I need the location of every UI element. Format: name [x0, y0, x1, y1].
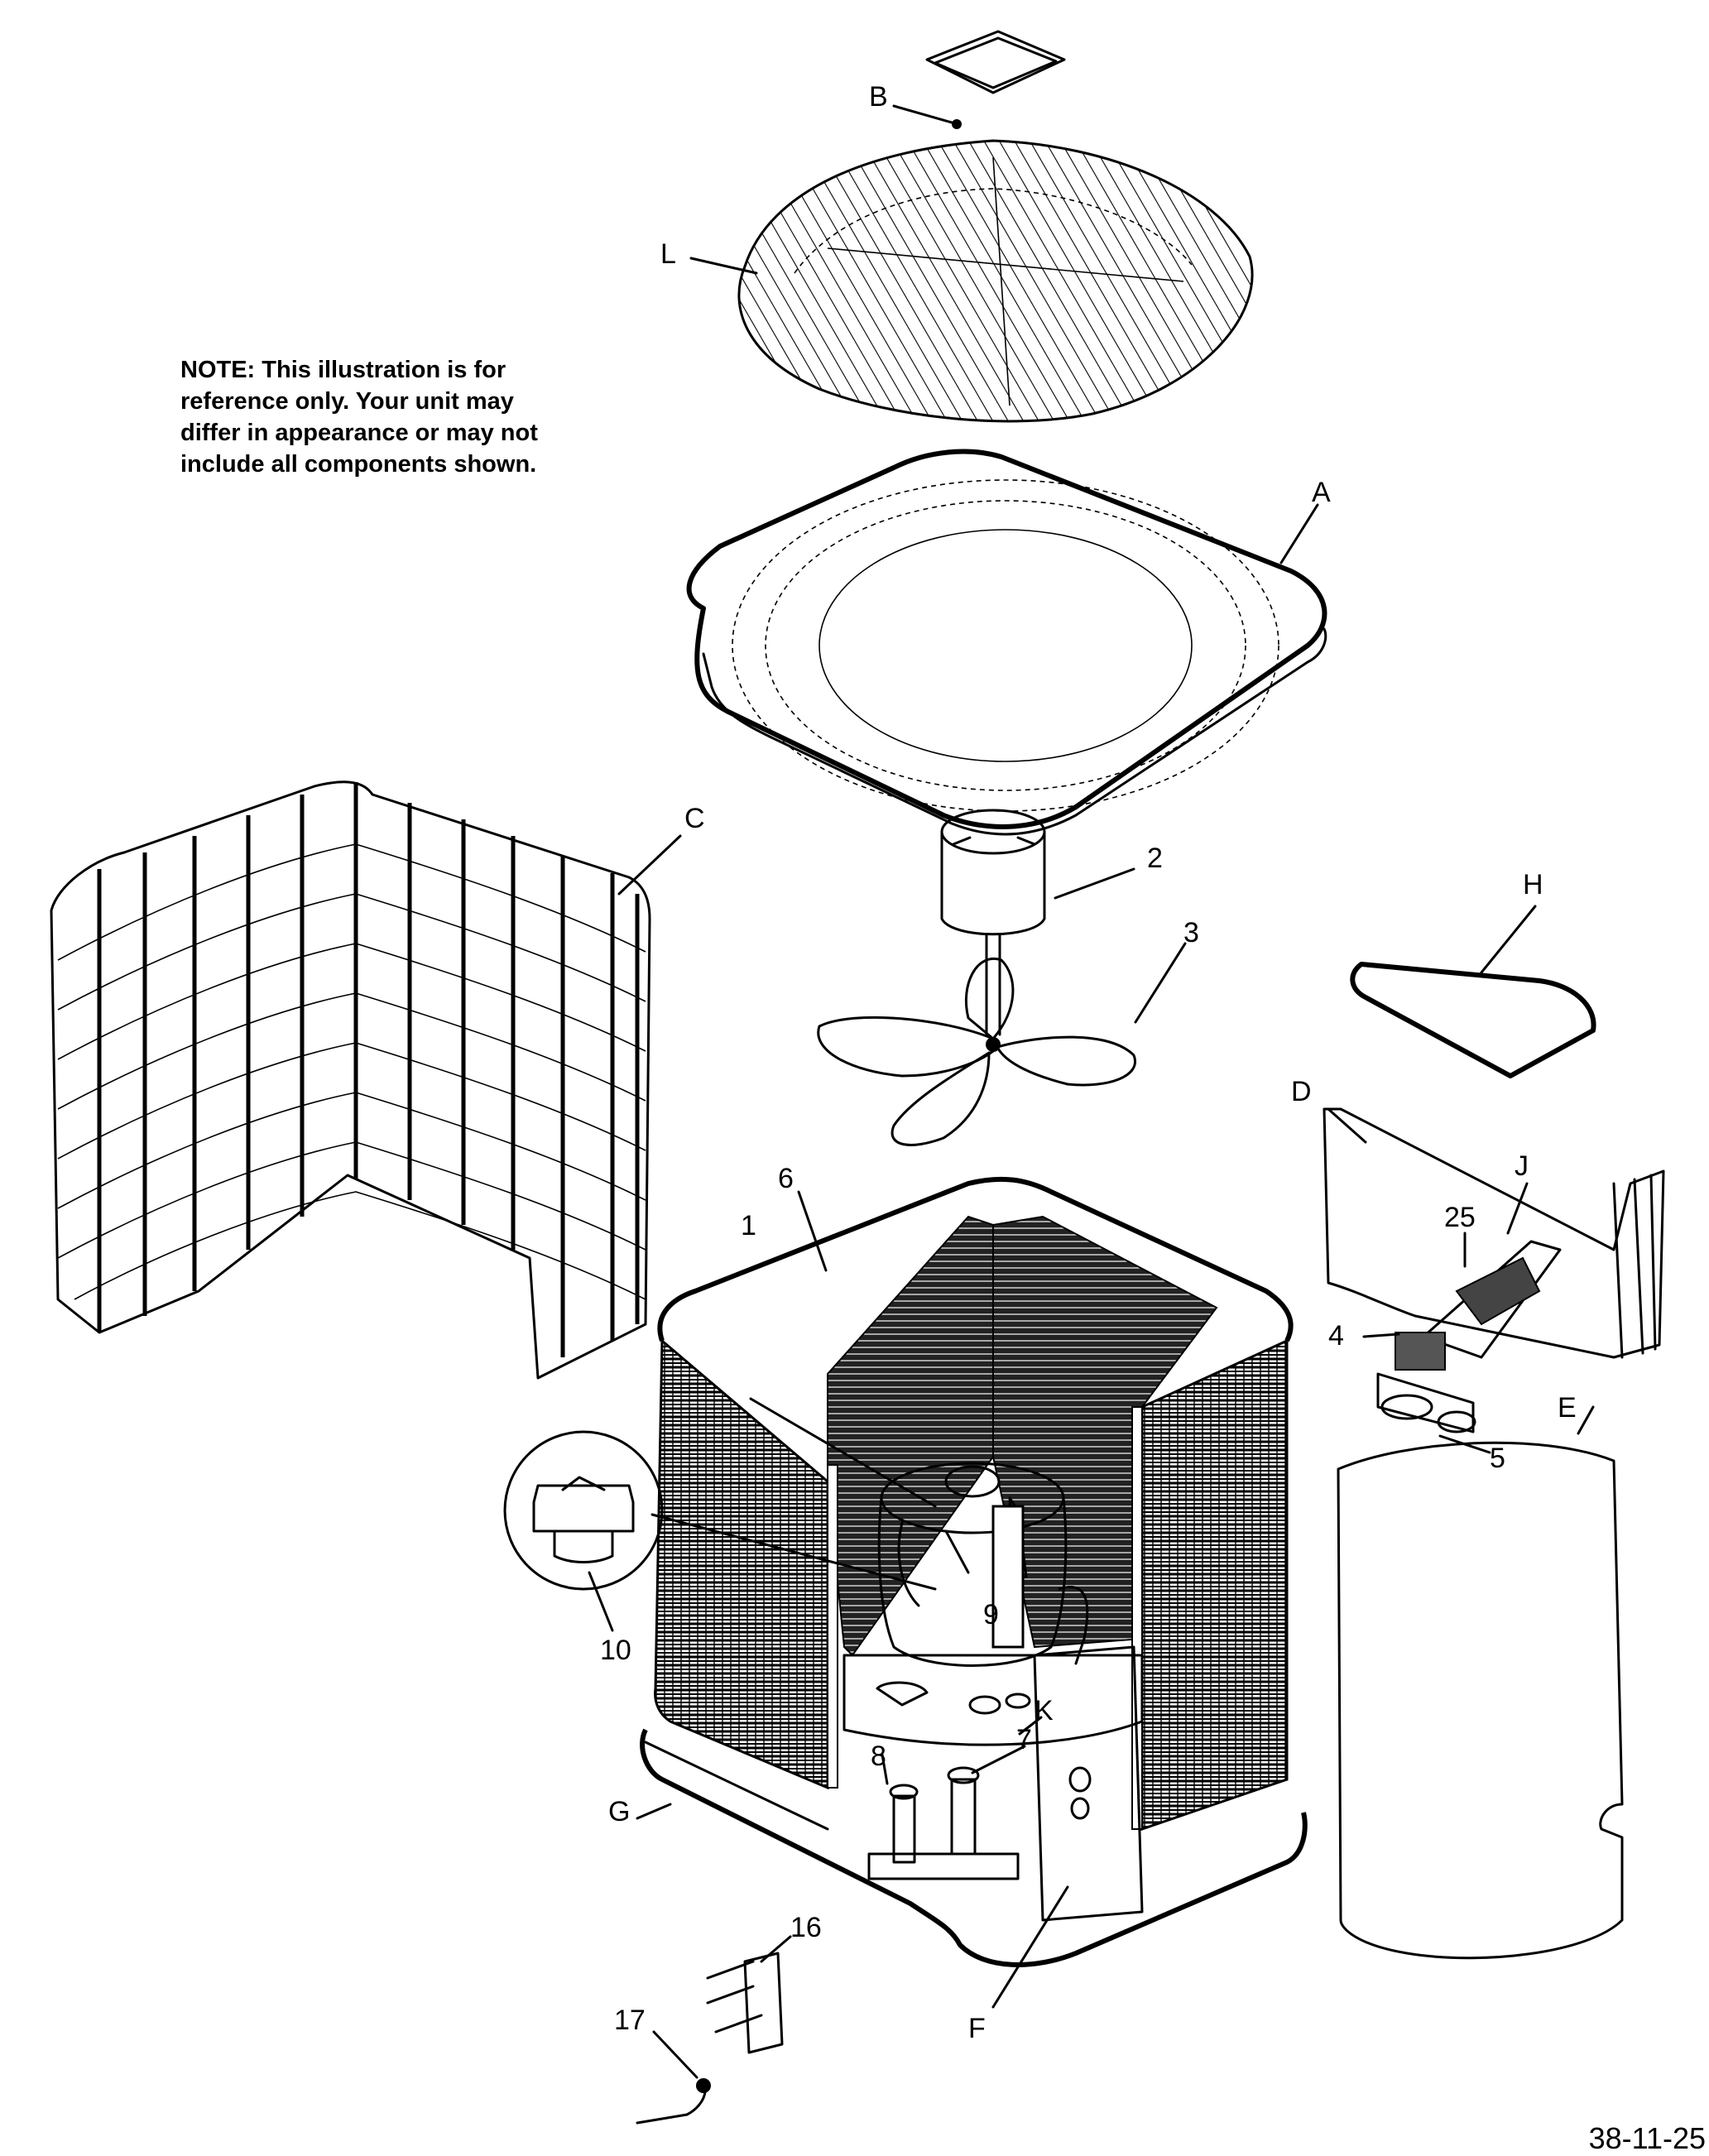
fan-motor [940, 809, 1135, 1036]
callout-10: 10 [600, 1635, 631, 1666]
screw-b [892, 104, 962, 129]
callout-7: 7 [1016, 1724, 1032, 1755]
top-panel [686, 449, 1327, 836]
callout-D: D [1291, 1076, 1312, 1107]
service-valves [867, 1745, 1026, 1880]
callout-G: G [608, 1796, 630, 1827]
callout-H: H [1523, 869, 1543, 900]
capacitor-5 [1376, 1372, 1491, 1454]
callout-E: E [1558, 1392, 1577, 1424]
note-line-3: differ in appearance or may not [180, 420, 538, 446]
callout-J: J [1515, 1150, 1529, 1182]
valve-core-16 [706, 1935, 792, 2054]
callout-16: 16 [790, 1912, 822, 1943]
callout-6: 6 [778, 1163, 794, 1194]
note-line-4: include all components shown. [180, 451, 537, 478]
callout-C: C [684, 803, 705, 834]
coil-guard-wire-panel [50, 780, 682, 1380]
callout-2: 2 [1147, 843, 1163, 874]
callout-17: 17 [614, 2005, 646, 2036]
fan-blade [817, 942, 1187, 1146]
callout-5: 5 [1490, 1443, 1505, 1474]
control-box-panel-d [1323, 1107, 1665, 1359]
callout-B: B [869, 81, 888, 113]
callout-F: F [968, 2013, 986, 2044]
condenser-coil [654, 1176, 1294, 1832]
note-line-2: reference only. Your unit may [180, 388, 514, 415]
callout-4: 4 [1328, 1320, 1344, 1352]
callout-L: L [660, 238, 676, 270]
callout-8: 8 [871, 1741, 886, 1772]
reference-note: NOTE: This illustration is for reference… [180, 354, 611, 480]
corner-panel-f [991, 1645, 1144, 2009]
callout-3: 3 [1183, 917, 1199, 948]
callout-K: K [1035, 1695, 1054, 1726]
note-line-1: NOTE: This illustration is for [180, 357, 506, 383]
control-board-j [1422, 1182, 1562, 1359]
access-panel-e [1337, 1405, 1624, 1960]
control-panel-k [842, 1654, 1144, 1746]
top-cover-plate [925, 30, 1066, 94]
callout-25: 25 [1444, 1202, 1476, 1233]
callout-A: A [1312, 477, 1331, 508]
base-pan [636, 1728, 1308, 1967]
screw-17 [636, 2030, 711, 2125]
callout-9: 9 [983, 1599, 999, 1630]
callout-labels: B L A C 2 H 3 D 6 J 25 1 4 E 5 9 10 K 8 … [600, 81, 1577, 2044]
contactor-4 [1362, 1332, 1446, 1371]
detail-inset-10 [503, 1430, 937, 1632]
control-box-cover-h [1350, 905, 1596, 1078]
document-id: 38-11-25 [1588, 2121, 1706, 2155]
callout-1: 1 [741, 1210, 756, 1241]
compressor [749, 1397, 1089, 1667]
fan-guard-grille [689, 139, 1254, 423]
